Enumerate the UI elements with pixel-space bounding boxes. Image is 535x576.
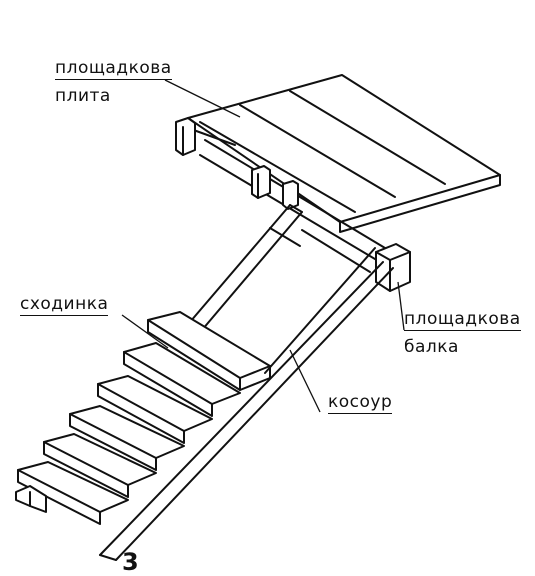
landing-plate [187, 74, 501, 233]
landing-plate-label: площадкова [55, 58, 172, 80]
figure-mark: 3 [122, 548, 139, 576]
stringers [99, 204, 394, 561]
landing-beam-label: площадкова [404, 309, 521, 331]
stringer-label: косоур [328, 392, 393, 414]
landing-supports [175, 117, 299, 210]
landing-beam-label-line2: балка [404, 337, 459, 357]
leader-lines [121, 79, 405, 413]
steps [15, 311, 271, 525]
step-label: сходинка [20, 294, 109, 316]
landing-plate-label-line2: плита [55, 86, 111, 106]
